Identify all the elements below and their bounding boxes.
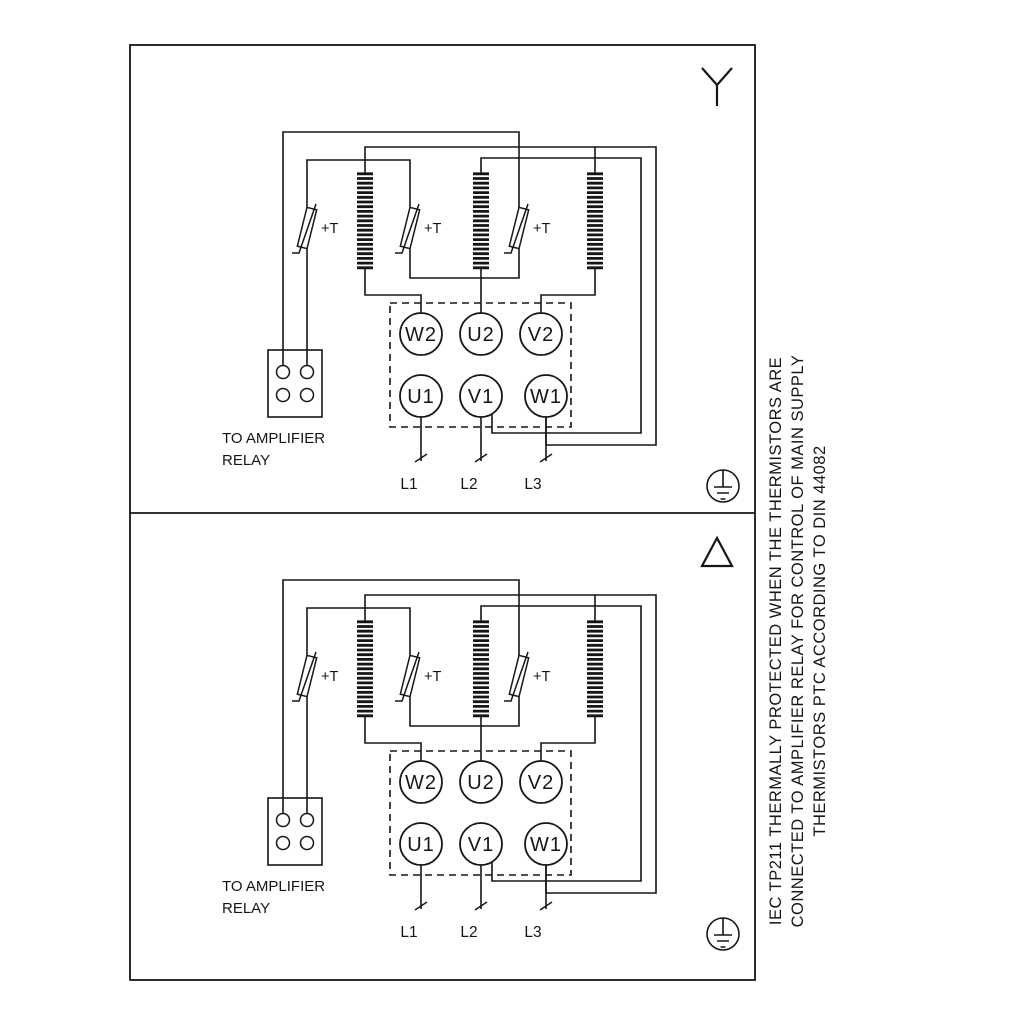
terminal-label-v1: V1 xyxy=(468,834,494,856)
panel-wiring-artwork xyxy=(268,132,739,502)
supply-line-label-l1: L1 xyxy=(400,924,417,941)
thermistor-label: +T xyxy=(321,221,338,237)
thermistor-label: +T xyxy=(424,669,441,685)
terminal-label-w2: W2 xyxy=(405,772,437,794)
terminal-label-u2: U2 xyxy=(467,324,495,346)
thermistor-label: +T xyxy=(321,669,338,685)
terminal-label-w1: W1 xyxy=(530,834,562,856)
supply-line-label-l3: L3 xyxy=(524,924,541,941)
terminal-label-w2: W2 xyxy=(405,324,437,346)
terminal-label-v2: V2 xyxy=(528,324,554,346)
supply-line-label-l2: L2 xyxy=(460,924,477,941)
thermistor-label: +T xyxy=(424,221,441,237)
supply-line-label-l1: L1 xyxy=(400,476,417,493)
thermistor-label: +T xyxy=(533,221,550,237)
supply-line-label-l3: L3 xyxy=(524,476,541,493)
relay-note-line2: RELAY xyxy=(222,452,270,469)
panel-wiring-artwork xyxy=(268,580,739,950)
star-panel: W2 U2 V2 U1 V1 W1 +T +T +T L1 L2 L3 TO A… xyxy=(222,67,739,502)
relay-note-line2: RELAY xyxy=(222,900,270,917)
terminal-label-w1: W1 xyxy=(530,386,562,408)
delta-connection-icon xyxy=(700,535,734,568)
side-note-line3: THERMISTORS PTC ACCORDING TO DIN 44082 xyxy=(811,445,829,836)
relay-note-line1: TO AMPLIFIER xyxy=(222,430,325,447)
delta-panel: W2 U2 V2 U1 V1 W1 +T +T +T L1 L2 L3 TO A… xyxy=(222,535,739,950)
terminal-label-u2: U2 xyxy=(467,772,495,794)
side-note-line1: IEC TP211 THERMALLY PROTECTED WHEN THE T… xyxy=(767,357,785,925)
terminal-label-v2: V2 xyxy=(528,772,554,794)
terminal-label-u1: U1 xyxy=(407,834,435,856)
terminal-label-v1: V1 xyxy=(468,386,494,408)
thermistor-label: +T xyxy=(533,669,550,685)
side-note: IEC TP211 THERMALLY PROTECTED WHEN THE T… xyxy=(767,355,829,928)
terminal-label-u1: U1 xyxy=(407,386,435,408)
relay-note-line1: TO AMPLIFIER xyxy=(222,878,325,895)
star-connection-icon xyxy=(701,67,733,106)
supply-line-label-l2: L2 xyxy=(460,476,477,493)
side-note-line2: CONNECTED TO AMPLIFIER RELAY FOR CONTROL… xyxy=(789,355,807,928)
